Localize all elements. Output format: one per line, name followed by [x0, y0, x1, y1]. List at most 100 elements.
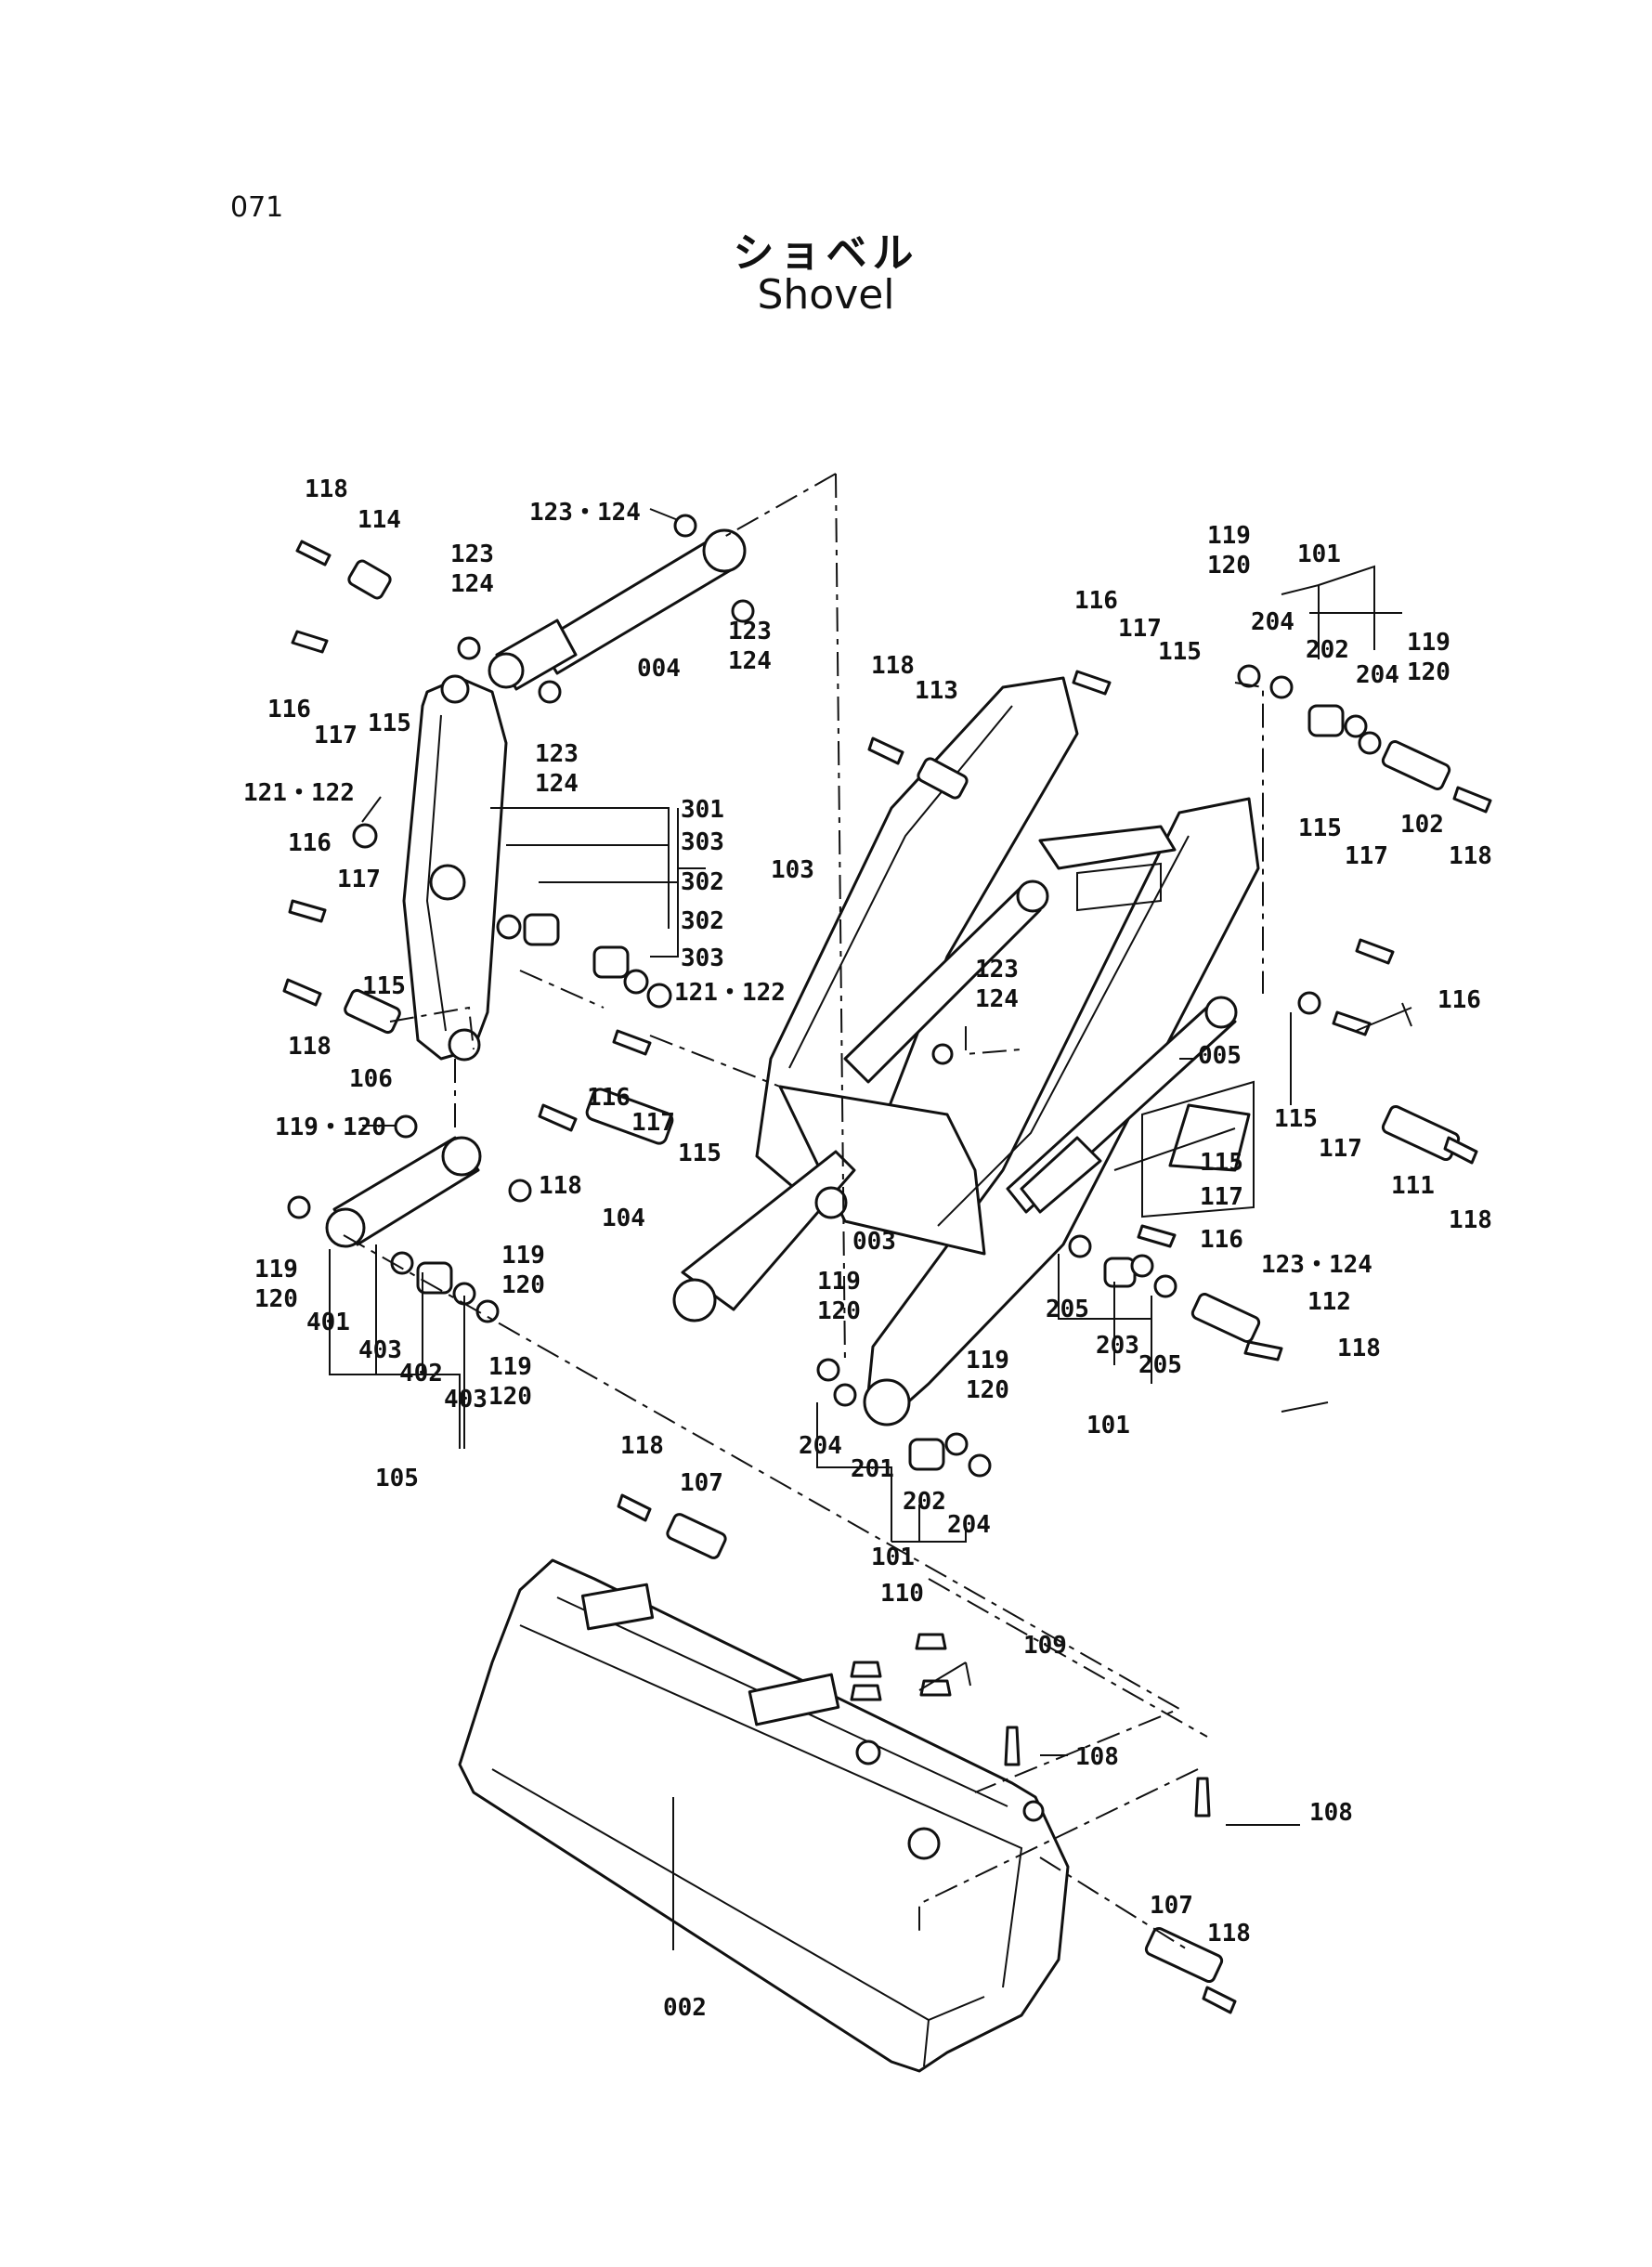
callout-002: 002: [663, 1994, 707, 2022]
callout-107: 107: [1150, 1892, 1193, 1920]
callout-205: 205: [1046, 1296, 1089, 1323]
callout-105: 105: [375, 1465, 419, 1492]
callout-115: 115: [1200, 1149, 1243, 1177]
callout-202: 202: [1306, 636, 1349, 664]
callout-107: 107: [680, 1469, 723, 1497]
callout-108: 108: [1075, 1743, 1119, 1771]
callout-118: 118: [288, 1033, 332, 1061]
callout-106: 106: [349, 1065, 393, 1093]
callout-118: 118: [305, 476, 348, 503]
callout-115: 115: [1274, 1105, 1318, 1133]
callout-104: 104: [602, 1205, 645, 1232]
callout-115: 115: [1298, 814, 1342, 842]
callout-204: 204: [1356, 661, 1399, 689]
callout-401: 401: [306, 1309, 350, 1336]
callout-117: 117: [1118, 615, 1162, 643]
callout-117: 117: [337, 866, 381, 893]
callout-115: 115: [362, 972, 406, 1000]
callout-117: 117: [1200, 1183, 1243, 1211]
callout-005: 005: [1198, 1042, 1242, 1070]
callout-113: 113: [915, 677, 958, 705]
callout-403: 403: [444, 1386, 488, 1414]
callout-116: 116: [587, 1084, 631, 1112]
bell-crank-103: [402, 674, 508, 1062]
callout-110: 110: [880, 1580, 924, 1608]
cylinder-upper-frame: [843, 879, 1049, 1084]
callout-201: 201: [851, 1455, 894, 1483]
callout-204: 204: [947, 1511, 991, 1539]
cylinder-004: [488, 528, 747, 691]
callout-115: 115: [368, 710, 411, 737]
callout-118: 118: [1449, 842, 1492, 870]
callout-118: 118: [1207, 1920, 1251, 1948]
pins-and-bushings: [287, 514, 1461, 1984]
callout-302: 302: [681, 907, 724, 935]
assembly-centerlines: [343, 473, 1264, 1951]
callout-003: 003: [852, 1228, 896, 1256]
callout-108: 108: [1309, 1799, 1353, 1827]
callout-303: 303: [681, 828, 724, 856]
callout-204: 204: [799, 1432, 842, 1460]
callout-109: 109: [1023, 1632, 1067, 1660]
callout-004: 004: [637, 655, 681, 683]
callout-205: 205: [1138, 1351, 1182, 1379]
cylinder-005: [1006, 996, 1255, 1218]
callout-116: 116: [1200, 1226, 1243, 1254]
callout-116: 116: [267, 696, 311, 723]
page-number: 071: [230, 191, 284, 224]
callout-103: 103: [771, 856, 814, 884]
link-105: [325, 1136, 482, 1248]
callout-112: 112: [1307, 1288, 1351, 1316]
callout-116: 116: [1437, 986, 1481, 1014]
callout-102: 102: [1400, 811, 1444, 839]
title-japanese: ショベル: [733, 229, 919, 277]
callout-101: 101: [1086, 1412, 1130, 1440]
callout-118: 118: [871, 652, 915, 680]
callout-118: 118: [539, 1172, 582, 1200]
callout-123-124: 123・124: [529, 499, 641, 527]
callout-117: 117: [314, 722, 358, 749]
callout-203: 203: [1096, 1332, 1139, 1360]
callout-302: 302: [681, 868, 724, 896]
callout-115: 115: [1158, 638, 1202, 666]
callout-403: 403: [358, 1336, 402, 1364]
callout-402: 402: [399, 1360, 443, 1388]
callout-121-122: 121・122: [674, 979, 786, 1007]
callout-118: 118: [620, 1432, 664, 1460]
callout-121-122: 121・122: [243, 779, 355, 807]
callout-115: 115: [678, 1140, 722, 1167]
callout-116: 116: [288, 829, 332, 857]
callout-204: 204: [1251, 608, 1294, 636]
callout-202: 202: [903, 1488, 946, 1516]
title-english: Shovel: [757, 271, 895, 319]
bolts: [282, 540, 1492, 2014]
bucket-002: [458, 1558, 1070, 2073]
callout-114: 114: [358, 506, 401, 534]
callout-117: 117: [1345, 842, 1388, 870]
callout-116: 116: [1074, 587, 1118, 615]
callout-118: 118: [1337, 1335, 1381, 1362]
lift-arm-003: [672, 676, 1260, 1427]
callout-111: 111: [1391, 1172, 1435, 1200]
callout-123-124: 123・124: [1261, 1251, 1372, 1279]
callout-303: 303: [681, 945, 724, 972]
callout-117: 117: [1319, 1135, 1362, 1163]
callout-118: 118: [1449, 1206, 1492, 1234]
callout-101: 101: [871, 1544, 915, 1571]
callout-301: 301: [681, 796, 724, 824]
callout-119-120: 119・120: [275, 1114, 386, 1141]
